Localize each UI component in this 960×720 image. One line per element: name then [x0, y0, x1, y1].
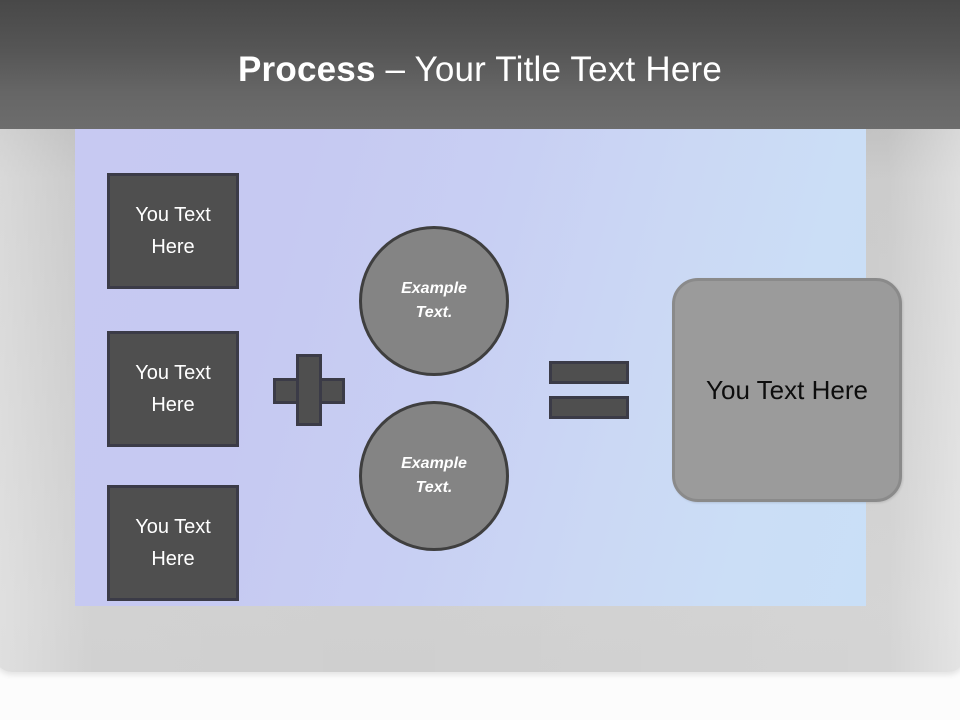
factor-circle-1-line1: Example	[401, 280, 467, 297]
factor-circle-1[interactable]: Example Text.	[359, 226, 509, 376]
page-title: Process – Your Title Text Here	[0, 49, 960, 91]
input-box-1-label: You Text Here	[135, 204, 211, 258]
input-box-1[interactable]: You Text Here	[107, 173, 239, 289]
factor-circle-1-text: Example Text.	[401, 277, 467, 325]
equals-top-bar	[549, 361, 629, 384]
equals-bottom-bar	[549, 396, 629, 419]
result-box[interactable]: You Text Here	[672, 278, 902, 502]
equals-icon	[549, 361, 629, 419]
plus-center-fill	[299, 381, 319, 401]
input-box-2-label: You Text Here	[135, 362, 211, 416]
input-box-3[interactable]: You Text Here	[107, 485, 239, 601]
factor-circle-2-line2: Text.	[415, 479, 453, 496]
factor-circle-2-text: Example Text.	[401, 452, 467, 500]
factor-circle-2[interactable]: Example Text.	[359, 401, 509, 551]
title-separator: –	[375, 50, 415, 89]
title-strong: Process	[238, 50, 376, 89]
input-box-3-label: You Text Here	[135, 516, 211, 570]
input-box-2[interactable]: You Text Here	[107, 331, 239, 447]
plus-icon	[273, 354, 345, 426]
result-box-label: You Text Here	[706, 374, 868, 405]
slide-header: Process – Your Title Text Here	[0, 0, 960, 129]
title-light: Your Title Text Here	[414, 50, 722, 89]
factor-circle-2-line1: Example	[401, 455, 467, 472]
factor-circle-1-line2: Text.	[415, 304, 453, 321]
